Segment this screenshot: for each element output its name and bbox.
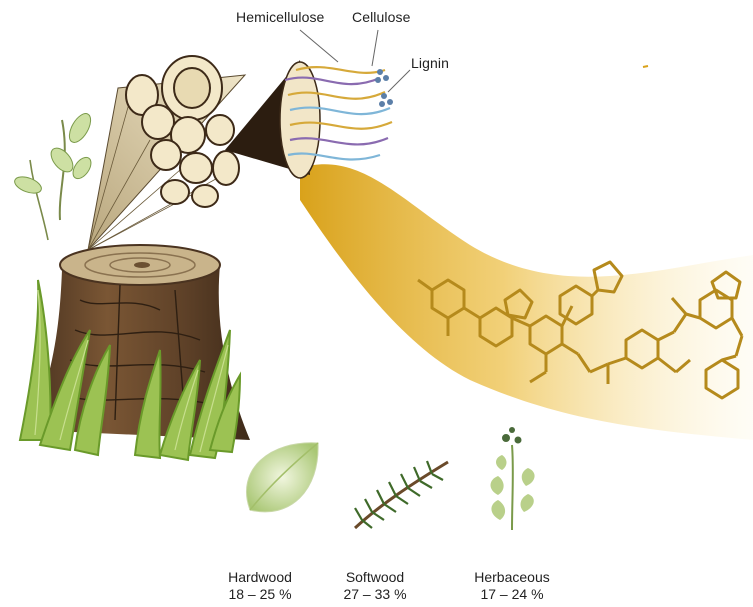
plant-type-name: Hardwood [200, 569, 320, 586]
herbaceous-plant-icon [491, 427, 535, 530]
fibril-bundle [280, 62, 393, 178]
hardwood-leaf-icon [246, 443, 318, 512]
lignin-range: 17 – 24 % [452, 586, 572, 603]
plant-type-name: Herbaceous [452, 569, 572, 586]
hemicellulose-label: Hemicellulose [236, 9, 324, 25]
herbaceous-caption: Herbaceous 17 – 24 % [452, 569, 572, 603]
softwood-caption: Softwood 27 – 33 % [315, 569, 435, 603]
lignin-beam [300, 164, 753, 440]
seedling [12, 110, 94, 240]
softwood-sprig-icon [355, 461, 448, 528]
lignin-range: 27 – 33 % [315, 586, 435, 603]
lignin-range: 18 – 25 % [200, 586, 320, 603]
cellulose-label: Cellulose [352, 9, 411, 25]
lignin-label: Lignin [411, 55, 449, 71]
plant-type-name: Softwood [315, 569, 435, 586]
hardwood-caption: Hardwood 18 – 25 % [200, 569, 320, 603]
